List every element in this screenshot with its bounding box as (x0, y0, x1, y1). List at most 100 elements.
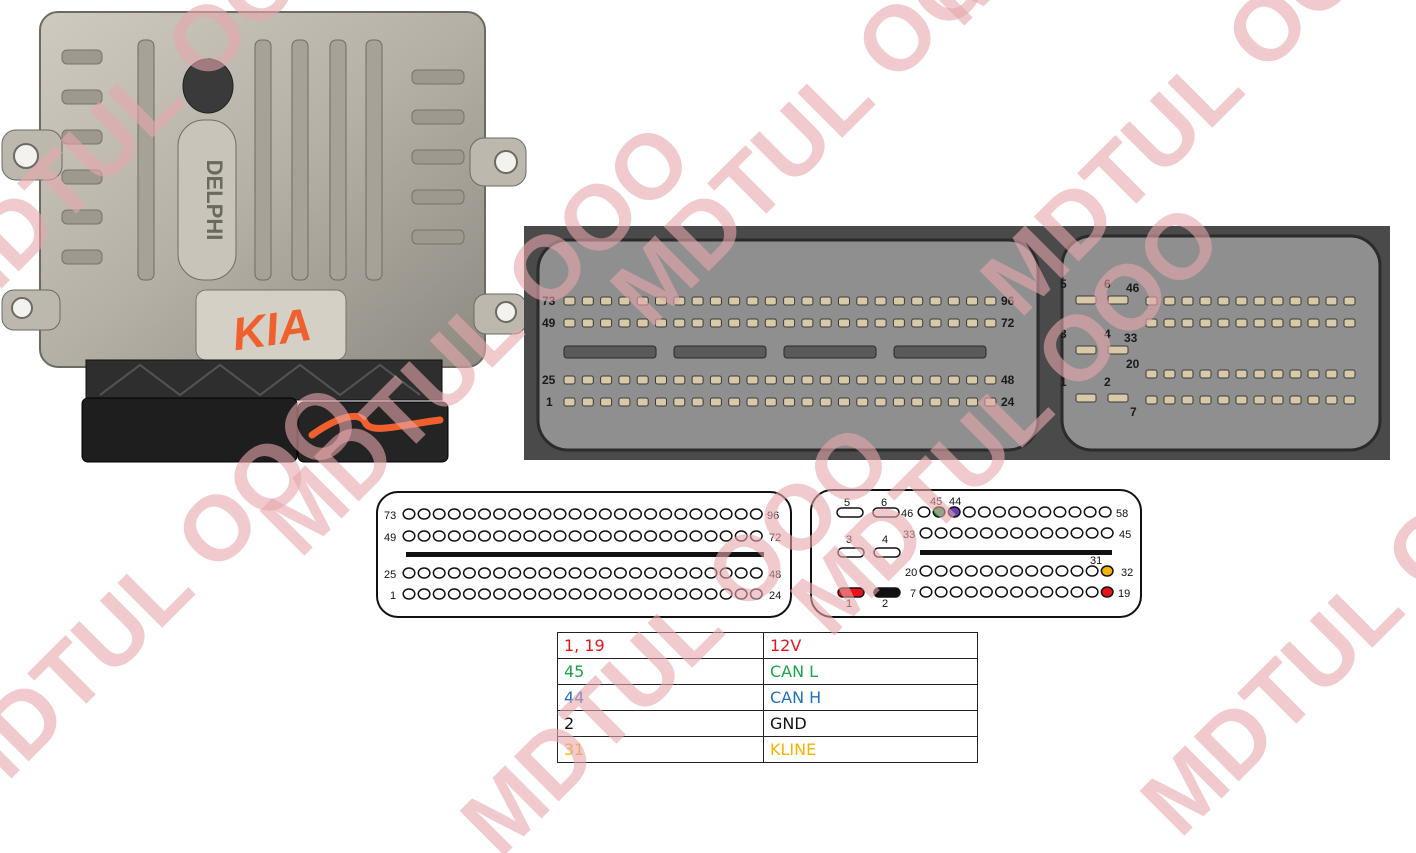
photo-pin (1271, 318, 1284, 328)
photo-pin (1235, 318, 1248, 328)
photo-label-24: 24 (1001, 395, 1015, 409)
photo-label-73: 73 (542, 294, 556, 308)
photo-pin (911, 397, 924, 407)
right-pin (979, 586, 993, 598)
photo-pin (874, 318, 887, 328)
small-pin (873, 547, 901, 558)
photo-pin (691, 296, 704, 306)
left-pin (508, 567, 522, 579)
photo-pin (1075, 295, 1097, 305)
watermark-text: MDTUL OOO (442, 406, 910, 853)
right-pin (994, 527, 1009, 539)
left-pin (734, 530, 748, 542)
photo-pin (801, 397, 814, 407)
left-pin (432, 508, 446, 520)
photo-pin (783, 375, 796, 385)
left-pin (508, 508, 522, 520)
left-pin (659, 530, 673, 542)
right-pin-grid (917, 506, 1114, 598)
left-connector-diagram: 73 49 25 1 96 72 48 24 (376, 491, 792, 618)
photo-pin (819, 296, 832, 306)
left-pin (628, 508, 643, 520)
left-pin (462, 508, 476, 520)
left-pin (704, 588, 718, 600)
left-divider-bar (406, 552, 764, 557)
photo-key-slot (783, 345, 877, 359)
photo-pin (838, 296, 850, 306)
photo-pin (636, 375, 649, 385)
photo-pin (746, 375, 759, 385)
photo-pin (819, 318, 832, 328)
photo-label-72: 72 (1001, 316, 1015, 330)
photo-pin (947, 296, 960, 306)
photo-pin (709, 318, 722, 328)
photo-pin (563, 318, 576, 328)
left-pin (734, 588, 748, 600)
photo-pin (783, 318, 796, 328)
left-pin (493, 588, 507, 600)
left-pin (447, 567, 461, 579)
right-pin (949, 527, 963, 539)
photo-pin (563, 397, 576, 407)
right-divider-bar (920, 550, 1112, 555)
left-pin (553, 508, 567, 520)
left-pin (704, 530, 718, 542)
right-pin (1025, 527, 1039, 539)
photo-pin (1271, 369, 1284, 379)
photo-pin (1325, 296, 1338, 306)
photo-pin (1343, 296, 1356, 306)
left-pin (598, 508, 612, 520)
photo-pin (929, 296, 942, 306)
photo-pin (691, 375, 704, 385)
photo-pin (618, 397, 631, 407)
left-pin (719, 508, 733, 520)
photo-pin (1199, 369, 1212, 379)
photo-pin (874, 296, 887, 306)
photo-pin (636, 318, 649, 328)
photo-label-1b: 1 (1060, 375, 1067, 389)
right-pin (919, 565, 933, 577)
photo-pin (1181, 369, 1194, 379)
left-pin (462, 530, 476, 542)
right-row-start-33: 33 (903, 529, 915, 541)
right-pin (917, 506, 931, 518)
photo-pin (1199, 395, 1212, 405)
photo-pin (581, 318, 594, 328)
left-pin (674, 567, 688, 579)
right-pin (1023, 506, 1037, 518)
right-pin (1010, 527, 1024, 539)
pin-number-cell: 44 (557, 684, 764, 711)
right-pin (1070, 565, 1084, 577)
photo-pin (819, 375, 832, 385)
photo-label-1: 1 (546, 395, 553, 409)
right-pin (1040, 586, 1054, 598)
right-pin (1010, 565, 1024, 577)
photo-pin (1163, 369, 1176, 379)
left-pin (462, 567, 476, 579)
pin-function-cell: GND (763, 710, 978, 737)
photo-pin (874, 397, 887, 407)
photo-pin (1145, 318, 1158, 328)
right-pin (1055, 527, 1069, 539)
left-pin (493, 567, 507, 579)
left-pin (447, 508, 461, 520)
left-pin (417, 567, 431, 579)
left-pin (689, 508, 703, 520)
photo-pin (984, 375, 997, 385)
photo-pin (600, 397, 613, 407)
photo-pin (911, 375, 924, 385)
photo-pin (892, 318, 905, 328)
photo-pin (764, 397, 777, 407)
photo-pin (892, 375, 905, 385)
photo-pin (929, 375, 942, 385)
right-pin (1055, 565, 1069, 577)
photo-pin (1343, 369, 1356, 379)
left-pin (689, 530, 703, 542)
photo-pin (1253, 318, 1266, 328)
left-pin (417, 588, 431, 600)
left-pin (644, 567, 658, 579)
photo-pin (1289, 369, 1302, 379)
left-pin (583, 530, 597, 542)
